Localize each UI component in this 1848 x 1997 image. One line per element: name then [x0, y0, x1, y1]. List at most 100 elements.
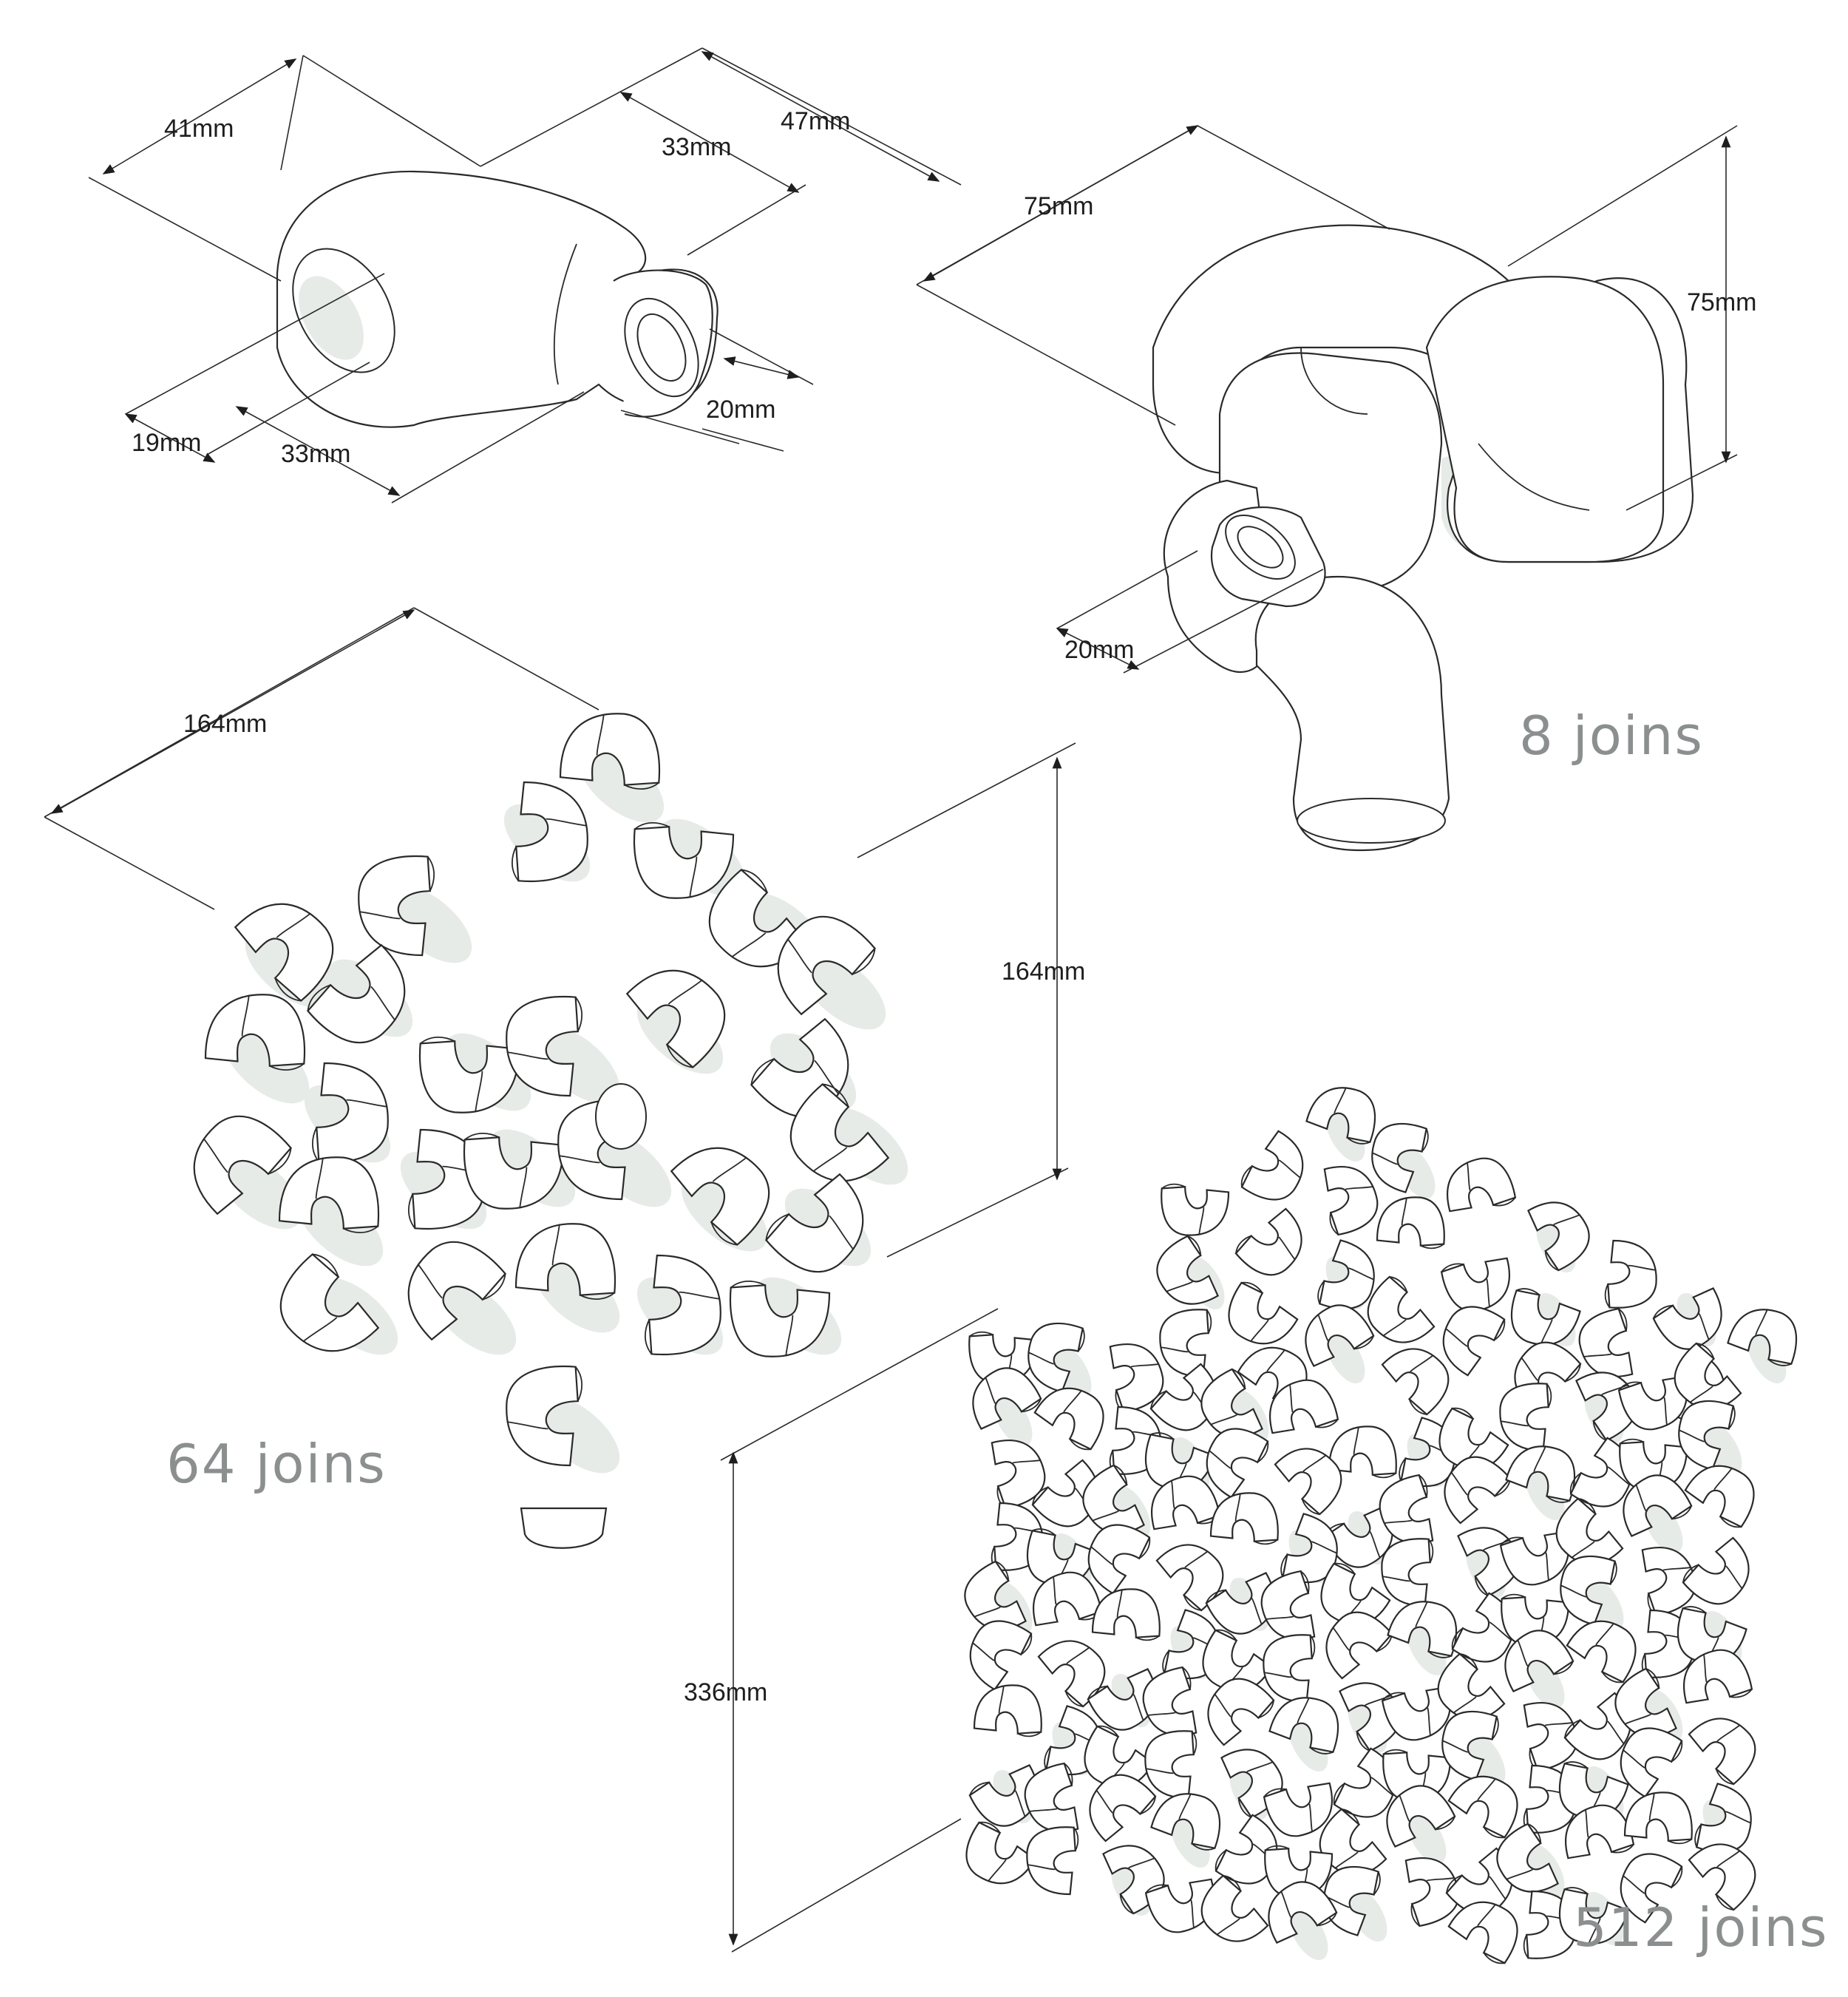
tube-elbow — [1379, 1474, 1434, 1545]
tube-elbow — [1209, 1492, 1279, 1545]
tube-elbow — [358, 855, 435, 957]
dim-20mm-join: 20mm — [706, 396, 775, 424]
single-join-dimensions — [88, 47, 962, 504]
dim-47mm: 47mm — [781, 107, 850, 135]
tube-elbow — [1200, 1874, 1269, 1942]
tube-elbow — [789, 1082, 890, 1182]
shadow-shape — [993, 1392, 1033, 1447]
eight-join-dimensions — [916, 125, 1738, 674]
dim-75mm-height: 75mm — [1687, 288, 1756, 316]
tube-elbow — [1386, 1785, 1456, 1848]
shadow-shape — [1288, 1718, 1328, 1772]
bottom-spigot — [520, 1507, 608, 1549]
tube-elbow — [964, 1560, 1027, 1630]
tube-elbow — [1323, 1165, 1379, 1236]
shadow-shape — [577, 745, 665, 823]
tube-elbow — [1504, 1630, 1574, 1692]
tube-elbow — [1447, 1901, 1518, 1964]
central-spigot — [595, 1083, 647, 1150]
tube-elbow — [463, 1132, 565, 1210]
shadow-shape — [1747, 1329, 1787, 1384]
tube-elbow — [306, 943, 406, 1044]
label-64-joins: 64 joins — [166, 1433, 387, 1495]
tube-elbow — [1376, 1196, 1445, 1250]
tube-elbow — [418, 1036, 520, 1113]
tube-elbow — [1440, 1257, 1511, 1312]
tube-elbow — [407, 1241, 507, 1341]
tube-elbow — [1566, 1620, 1637, 1684]
tube-elbow — [1558, 1887, 1629, 1945]
eight-join-cluster — [1152, 224, 1694, 852]
tube-elbow — [1319, 1808, 1387, 1876]
shadow-shape — [222, 1025, 310, 1104]
shadow-shape — [1170, 1814, 1210, 1868]
tube-elbow — [1263, 1782, 1334, 1837]
tube-elbow — [1694, 1783, 1752, 1854]
tube-elbow — [234, 903, 334, 1003]
tube-elbow — [511, 781, 588, 883]
tube-elbow — [1268, 1697, 1339, 1754]
tube-elbow — [1563, 1692, 1631, 1760]
shadow-shape — [1643, 1499, 1683, 1554]
tube-elbow — [1240, 1130, 1304, 1201]
dim-164mm-width: 164mm — [183, 710, 267, 738]
tube-elbow — [1206, 1428, 1269, 1499]
tube-elbow — [1442, 1306, 1506, 1377]
shadow-shape — [533, 1025, 620, 1104]
tube-elbow — [670, 1147, 770, 1247]
tube-elbow — [279, 1252, 380, 1352]
tube-elbow — [1317, 1239, 1375, 1310]
tube-elbow — [1200, 1368, 1263, 1438]
tube-elbow — [514, 1223, 616, 1301]
shadow-shape — [1466, 1732, 1506, 1787]
tube-elbow — [965, 1821, 1036, 1885]
tube-elbow — [1678, 1400, 1736, 1471]
tube-elbow — [1620, 1853, 1683, 1924]
tube-elbow — [193, 1115, 293, 1216]
tube-elbow — [278, 1156, 380, 1234]
shadow-shape — [1052, 1344, 1092, 1399]
tube-elbow — [1623, 1791, 1693, 1845]
tube-elbow — [1268, 1881, 1338, 1944]
tube-elbow — [1447, 1775, 1518, 1839]
tube-elbow — [644, 1254, 721, 1356]
tube-elbow — [708, 868, 809, 968]
tube-elbow — [1037, 1640, 1106, 1708]
shadow-shape — [1325, 1108, 1365, 1162]
tube-elbow — [1641, 1546, 1696, 1617]
tube-elbow — [1578, 1307, 1634, 1378]
tube-elbow — [1260, 1570, 1316, 1641]
five-hundred-twelve-join-cluster — [964, 1087, 1798, 1964]
shadow-shape — [1348, 1888, 1387, 1942]
tube-elbow — [1228, 1281, 1299, 1345]
label-8-joins: 8 joins — [1519, 705, 1704, 767]
tube-elbow — [1142, 1666, 1198, 1737]
tube-elbow — [1387, 1601, 1458, 1658]
shadow-shape — [429, 1277, 517, 1355]
dim-19mm: 19mm — [132, 429, 201, 457]
tube-elbow — [1614, 1667, 1677, 1737]
tube-elbow — [1325, 1611, 1393, 1680]
tube-elbow — [1381, 1348, 1450, 1416]
shadow-shape — [533, 1255, 620, 1333]
tube-elbow — [1150, 1475, 1221, 1530]
tube-elbow — [1144, 1878, 1215, 1933]
dim-33mm-top: 33mm — [662, 133, 731, 161]
tube-elbow — [1144, 1730, 1198, 1800]
tube-elbow — [1604, 1239, 1657, 1309]
shadow-shape — [1407, 1621, 1447, 1676]
tube-elbow — [1082, 1464, 1145, 1534]
dim-41mm: 41mm — [164, 115, 234, 143]
single-join-piece — [276, 170, 719, 428]
tube-elbow — [1441, 1710, 1499, 1781]
tube-elbow — [633, 821, 735, 899]
tube-elbow — [1161, 1183, 1230, 1236]
tube-elbow — [1263, 1634, 1316, 1703]
tube-elbow — [1505, 1445, 1576, 1503]
tube-elbow — [1305, 1087, 1376, 1145]
five-hundred-twelve-join-dimensions — [720, 1308, 999, 1953]
tube-elbow — [1091, 1588, 1161, 1641]
tube-elbow — [1620, 1727, 1683, 1798]
tube-elbow — [1404, 1857, 1460, 1928]
